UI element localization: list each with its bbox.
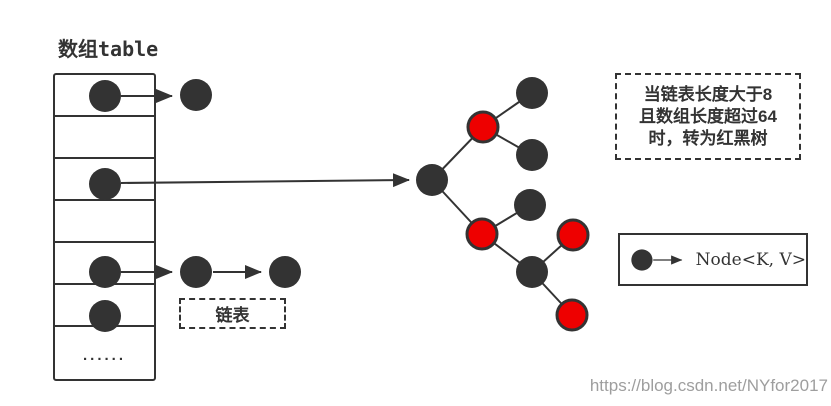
tree-edge-root-right <box>431 179 483 235</box>
array-title: 数组table <box>58 37 159 61</box>
tree-edge-root-left <box>431 126 484 181</box>
linked-list-label-box: 链表 <box>179 298 286 329</box>
pointer-arrow-bucket2-to-tree <box>120 173 410 188</box>
tree-edge-red1-down <box>482 126 533 156</box>
tree-node-black-1 <box>516 77 548 109</box>
array-cell-1 <box>55 117 154 159</box>
tree-edge-black4-down <box>531 271 573 316</box>
tree-edge-red2-down <box>481 233 533 273</box>
tree-node-black-3 <box>514 189 546 221</box>
array-cell-4 <box>55 243 154 285</box>
tree-node-black-root <box>416 164 448 196</box>
hash-node-bucket0-next <box>180 79 212 111</box>
tree-node-red-2 <box>465 217 499 251</box>
tree-node-black-2 <box>516 139 548 171</box>
list-node-1 <box>180 256 212 288</box>
tree-edge-black4-up <box>531 234 574 273</box>
legend-box: Node<K, V> <box>618 233 808 286</box>
callout-line-1: 当链表长度大于8 <box>643 84 773 104</box>
legend-node-icon <box>631 248 683 271</box>
node-circle-icon <box>631 248 653 271</box>
tree-node-red-4 <box>555 298 589 332</box>
tree-node-black-4 <box>516 256 548 288</box>
tree-node-red-1 <box>466 110 500 144</box>
tree-edge-red1-up <box>482 92 533 128</box>
treeify-callout-box: 当链表长度大于8 且数组长度超过64 时，转为红黑树 <box>615 73 801 160</box>
array-ellipsis: ...... <box>82 347 126 364</box>
tree-edge-red2-up <box>481 204 531 235</box>
tree-node-red-3 <box>556 218 590 252</box>
watermark-url: https://blog.csdn.net/NYfor2017 <box>589 376 828 395</box>
callout-line-2: 且数组长度超过64 <box>639 106 777 126</box>
legend-label: Node<K, V> <box>695 249 806 270</box>
list-node-2 <box>269 256 301 288</box>
array-cell-0 <box>55 75 154 117</box>
array-table <box>53 73 156 381</box>
callout-line-3: 时，转为红黑树 <box>648 128 768 148</box>
linked-list-label: 链表 <box>215 306 250 325</box>
array-cell-2 <box>55 159 154 201</box>
array-cell-3 <box>55 201 154 243</box>
array-cell-5 <box>55 285 154 327</box>
